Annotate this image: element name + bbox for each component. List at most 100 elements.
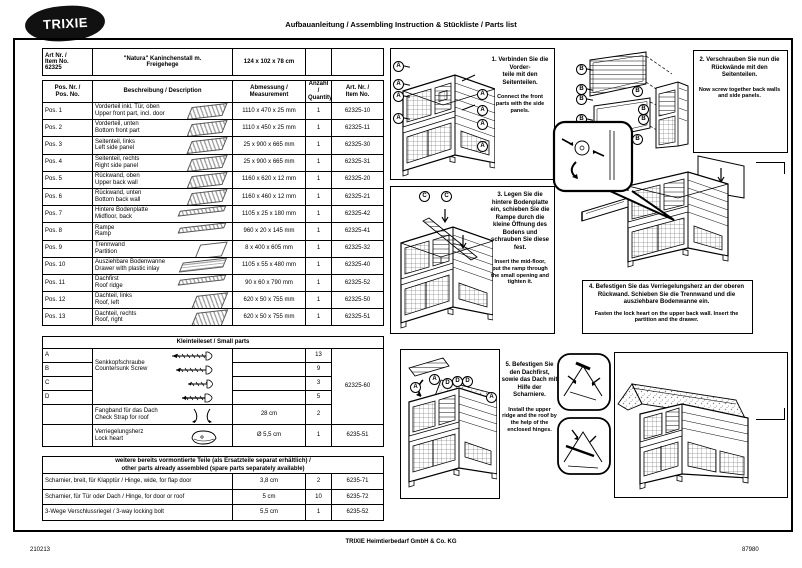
circle-label-a: A xyxy=(477,89,488,100)
spare-measurement: 5,5 cm xyxy=(232,504,306,521)
empty-cell xyxy=(42,424,93,447)
parts-table-row: Pos. 10 Ausziehbare Bodenwanne Drawer wi… xyxy=(42,256,384,275)
spare-parts-title: weitere bereits vormontierte Teile (als … xyxy=(41,456,385,474)
empty-cell xyxy=(305,48,332,76)
spare-measurement: 5 cm xyxy=(232,488,306,505)
empty-cell xyxy=(331,48,384,76)
part-description: Rückwand, unten Bottom back wall xyxy=(92,187,233,207)
part-description: Trennwand Partition xyxy=(92,239,233,258)
screw-quantity: 5 xyxy=(305,390,332,405)
step1-text-en: Connect the front parts with the side pa… xyxy=(495,94,545,114)
part-measurement: 1110 x 470 x 25 mm xyxy=(232,101,306,121)
circle-label-a: A xyxy=(477,141,488,152)
screw-measurement xyxy=(232,362,306,377)
part-quantity: 1 xyxy=(305,222,332,241)
part-pos: Pos. 5 xyxy=(42,170,93,189)
screw-art-no: 62325-60 xyxy=(330,348,385,425)
part-pos: Pos. 13 xyxy=(42,308,93,327)
part-art-no: 62325-41 xyxy=(331,222,384,241)
spare-parts-row: Scharnier, für Tür oder Dach / Hinge, fo… xyxy=(42,488,385,505)
finished-hutch-illustration xyxy=(617,383,749,490)
part-art-no: 62325-42 xyxy=(331,205,384,224)
part-art-no: 62325-10 xyxy=(331,101,384,121)
part-description: Vorderteil, unten Bottom front part xyxy=(92,119,233,138)
footer-company: TRIXIE Heimtierbedarf GmbH & Co. KG xyxy=(345,539,457,545)
circle-label-a: A xyxy=(477,105,488,116)
lock-heart-measurement: Ø 5,5 cm xyxy=(232,424,306,447)
part-measurement: 1160 x 620 x 12 mm xyxy=(232,170,306,189)
back-walls-illustration-step2 xyxy=(589,51,689,149)
spare-quantity: 2 xyxy=(305,473,332,490)
part-quantity: 1 xyxy=(305,153,332,172)
circle-label-c: C xyxy=(441,191,452,202)
spare-description: 3-Wege Verschlussriegel / 3-way locking … xyxy=(42,504,233,521)
screw-description: Senkkopfschraube Countersunk Screw xyxy=(92,348,233,405)
small-parts-table: Kleinteileset / Small parts A Senkkopfsc… xyxy=(41,336,385,447)
circle-label-c: C xyxy=(419,191,430,202)
part-pos: Pos. 1 xyxy=(42,101,93,121)
screw-a-icon xyxy=(172,351,213,361)
part-art-no: 62325-30 xyxy=(331,136,384,155)
circle-label-a: A xyxy=(393,61,404,72)
product-name: "Natura" Kaninchenstall m. Freigehege xyxy=(92,48,233,76)
step4-panel: 4. Befestigen Sie das Verriegelungsherz … xyxy=(582,280,753,334)
small-parts-title: Kleinteileset / Small parts xyxy=(41,336,385,349)
part-measurement: 960 x 20 x 145 mm xyxy=(232,222,306,241)
part-quantity: 1 xyxy=(305,308,332,327)
part-description: Seitenteil, links Left side panel xyxy=(92,136,233,155)
step3-text-en: Insert the mid-floor, put the ramp throu… xyxy=(490,259,550,286)
spare-quantity: 1 xyxy=(305,504,332,521)
page-title: Aufbauanleitung / Assembling Instruction… xyxy=(285,20,517,29)
circle-label: A xyxy=(429,374,440,385)
screw-letter: C xyxy=(42,376,93,391)
step5-text-en: Install the upper ridge and the roof by … xyxy=(502,406,557,433)
step5-text: 5. Befestigen Sie den Dachfirst, sowie d… xyxy=(501,362,558,434)
product-art-no: Art Nr. / Item No. 62325 xyxy=(42,48,93,76)
finished-hutch-panel xyxy=(614,352,788,498)
part-pos: Pos. 8 xyxy=(42,222,93,241)
part-art-no: 62325-40 xyxy=(331,256,384,275)
circle-label-b: B xyxy=(576,64,587,75)
hutch-illustration-step3 xyxy=(400,209,493,329)
part-pos: Pos. 11 xyxy=(42,273,93,293)
col-quantity: Anzahl / Quantity xyxy=(305,80,332,103)
parts-table-row: Pos. 7 Hintere Bodenplatte Midfloor, bac… xyxy=(42,205,384,224)
part-measurement: 620 x 50 x 755 mm xyxy=(232,291,306,310)
circle-label-b: B xyxy=(638,114,649,125)
lock-heart-row: Verriegelungsherz Lock heart Ø 5,5 cm 1 … xyxy=(42,424,385,447)
circle-label-b: B xyxy=(576,94,587,105)
part-art-no: 62325-11 xyxy=(331,119,384,138)
col-measurement: Abmessung / Measurement xyxy=(232,80,306,103)
part-measurement: 8 x 400 x 605 mm xyxy=(232,239,306,258)
parts-table: Pos. Nr. / Pos. No. Beschreibung / Descr… xyxy=(42,80,384,327)
circle-label: D xyxy=(462,376,473,387)
part-description: Ausziehbare Bodenwanne Drawer with plast… xyxy=(92,256,233,275)
empty-cell xyxy=(42,404,93,425)
step1-text-de: 1. Verbinden Sie die Vorder- teile mit d… xyxy=(491,57,549,86)
lock-heart-art-no: 6235-51 xyxy=(330,424,385,447)
part-measurement: 1105 x 25 x 180 mm xyxy=(232,205,306,224)
strap-quantity: 2 xyxy=(305,404,332,425)
spare-parts-table: weitere bereits vormontierte Teile (als … xyxy=(41,456,385,521)
parts-table-row: Pos. 9 Trennwand Partition 8 x 400 x 605… xyxy=(42,239,384,258)
part-measurement: 1160 x 460 x 12 mm xyxy=(232,187,306,207)
step3-panel: 3. Legen Sie die hintere Bodenplatte ein… xyxy=(390,186,555,334)
corner-bracket-top xyxy=(756,162,785,174)
parts-table-row: Pos. 6 Rückwand, unten Bottom back wall … xyxy=(42,187,384,207)
lock-heart-inset xyxy=(552,120,675,221)
lock-heart-description-text: Verriegelungsherz Lock heart xyxy=(95,428,144,442)
parts-table-row: Pos. 13 Dachteil, rechts Roof, right 620… xyxy=(42,308,384,327)
footer-code-right: 87980 xyxy=(742,547,759,553)
part-art-no: 62325-21 xyxy=(331,187,384,207)
spare-art-no: 6235-72 xyxy=(330,488,385,505)
page-frame xyxy=(13,38,793,532)
step2-text-de: 2. Verschrauben Sie nun die Rückwände mi… xyxy=(699,57,780,78)
part-description-text: Dachteil, links Roof, left xyxy=(95,293,133,307)
part-sketch-icon xyxy=(194,241,228,257)
step4-text-de: 4. Befestigen Sie das Verriegelungsherz … xyxy=(588,284,745,305)
spare-art-no: 6235-52 xyxy=(330,504,385,521)
strap-description-text: Fangband für das Dach Check Strap for ro… xyxy=(95,407,158,421)
screw-quantity: 3 xyxy=(305,376,332,391)
corner-bracket-bottom xyxy=(756,408,785,420)
